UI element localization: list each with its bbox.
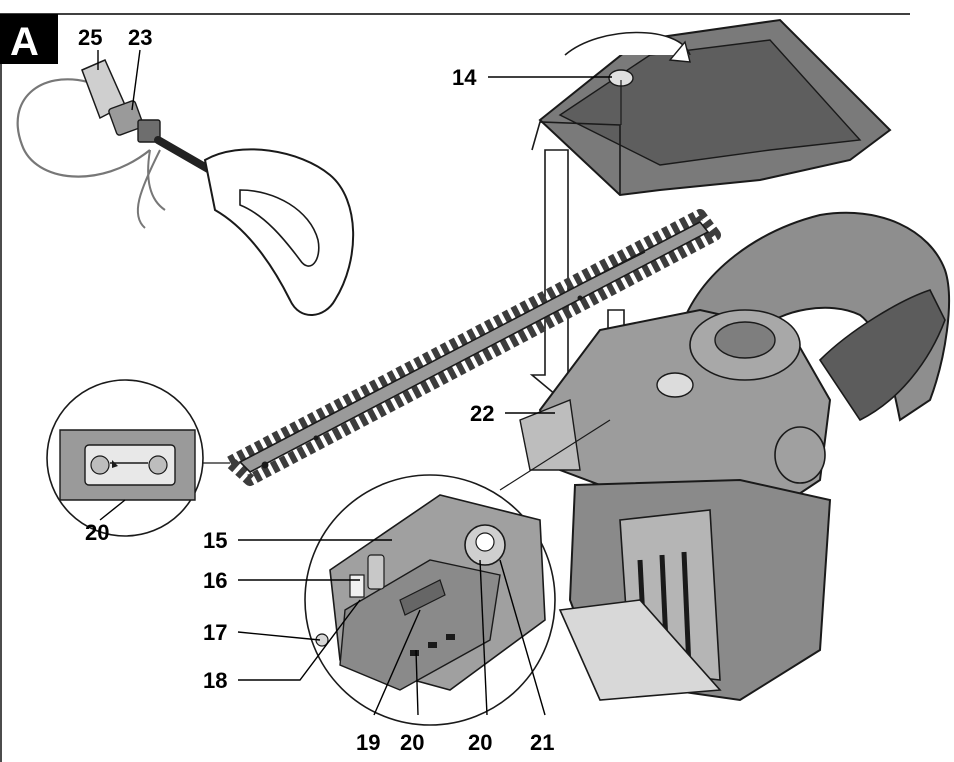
callout-20-a: 20 — [400, 730, 424, 755]
callout-25: 25 — [78, 25, 102, 50]
callout-15: 15 — [203, 528, 227, 553]
chain-sprocket-cover — [531, 18, 892, 197]
callout-20-b: 20 — [468, 730, 492, 755]
callout-19: 19 — [356, 730, 380, 755]
callout-leaders — [97, 49, 612, 716]
tensioner-detail-magnifier — [304, 419, 611, 726]
guide-bar-and-chain — [224, 209, 721, 486]
callout-14: 14 — [452, 65, 477, 90]
bar-groove-inset — [46, 379, 230, 537]
chainsaw-body — [519, 211, 950, 702]
callout-21: 21 — [530, 730, 554, 755]
plug-and-cable — [16, 59, 355, 316]
panel-letter: A — [10, 20, 39, 64]
callout-16: 16 — [203, 568, 227, 593]
callout-17: 17 — [203, 620, 227, 645]
callout-22: 22 — [470, 401, 494, 426]
callout-20-inset: 20 — [85, 520, 109, 545]
callout-18: 18 — [203, 668, 227, 693]
panel-label: A — [0, 14, 58, 64]
callout-23: 23 — [128, 25, 152, 50]
